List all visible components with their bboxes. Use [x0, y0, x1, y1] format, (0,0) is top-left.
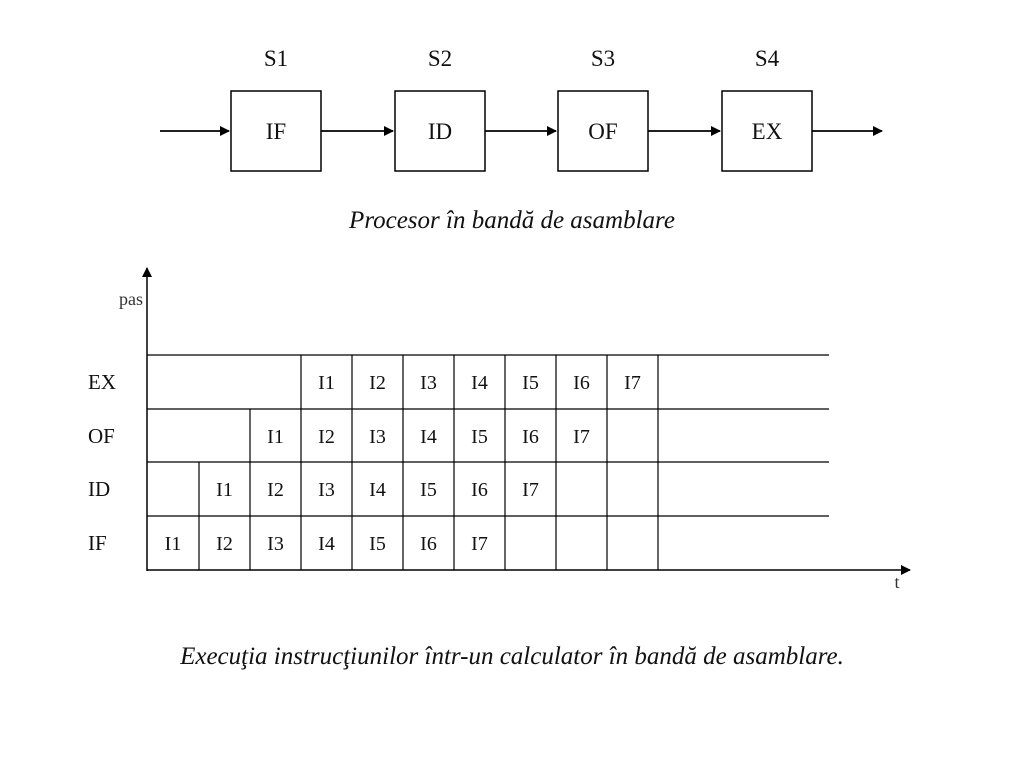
instruction-cell: I3 [318, 479, 335, 501]
timing-row: ID I1 I2 I3 I4 I5 I6 I7 [88, 462, 659, 516]
stage-unit-label: ID [428, 119, 452, 144]
instruction-cell: I7 [573, 426, 590, 448]
instruction-cell: I7 [471, 533, 488, 555]
stage-name: S4 [755, 46, 780, 71]
instruction-cell: I6 [420, 533, 437, 555]
instruction-cell: I1 [318, 372, 335, 394]
instruction-cell: I3 [369, 426, 386, 448]
y-axis-label: pas [119, 289, 143, 309]
stage-box [230, 90, 322, 172]
timing-row: EX I1 I2 I3 I4 I5 I6 I7 [88, 355, 659, 409]
instruction-cell: I4 [369, 479, 386, 501]
stage-row-label: ID [88, 477, 110, 501]
stage-row-label: IF [88, 531, 107, 555]
instruction-cell: I3 [267, 533, 284, 555]
stage-box [557, 90, 649, 172]
instruction-cell: I4 [471, 372, 488, 394]
timing-row: IF I1 I2 I3 I4 I5 I6 I7 [88, 516, 659, 570]
instruction-cell: I4 [318, 533, 335, 555]
instruction-cell: I2 [318, 426, 335, 448]
timing-row: OF I1 I2 I3 I4 I5 I6 I7 [88, 409, 659, 463]
instruction-cell: I2 [369, 372, 386, 394]
instruction-cell: I1 [165, 533, 182, 555]
stage-row-label: OF [88, 424, 115, 448]
stage-name: S1 [264, 46, 288, 71]
timing-caption: Execuţia instrucţiunilor într-un calcula… [179, 643, 844, 670]
instruction-cell: I6 [573, 372, 590, 394]
stage-name: S3 [591, 46, 615, 71]
stage-row-label: EX [88, 370, 116, 394]
instruction-cell: I7 [522, 479, 539, 501]
instruction-cell: I5 [369, 533, 386, 555]
instruction-cell: I5 [471, 426, 488, 448]
pipeline-caption: Procesor în bandă de asamblare [348, 207, 675, 234]
instruction-cell: I6 [471, 479, 488, 501]
instruction-cell: I5 [522, 372, 539, 394]
instruction-cell: I1 [216, 479, 233, 501]
stage-unit-label: EX [752, 119, 783, 144]
stage-name: S2 [428, 46, 452, 71]
stage-unit-label: IF [266, 119, 286, 144]
instruction-cell: I5 [420, 479, 437, 501]
instruction-cell: I4 [420, 426, 437, 448]
instruction-cell: I1 [267, 426, 284, 448]
stage-unit-label: OF [588, 119, 617, 144]
instruction-cell: I6 [522, 426, 539, 448]
instruction-cell: I3 [420, 372, 437, 394]
x-axis-label: t [894, 572, 899, 592]
stage-box [394, 90, 486, 172]
instruction-cell: I7 [624, 372, 641, 394]
instruction-cell: I2 [216, 533, 233, 555]
instruction-cell: I2 [267, 479, 284, 501]
